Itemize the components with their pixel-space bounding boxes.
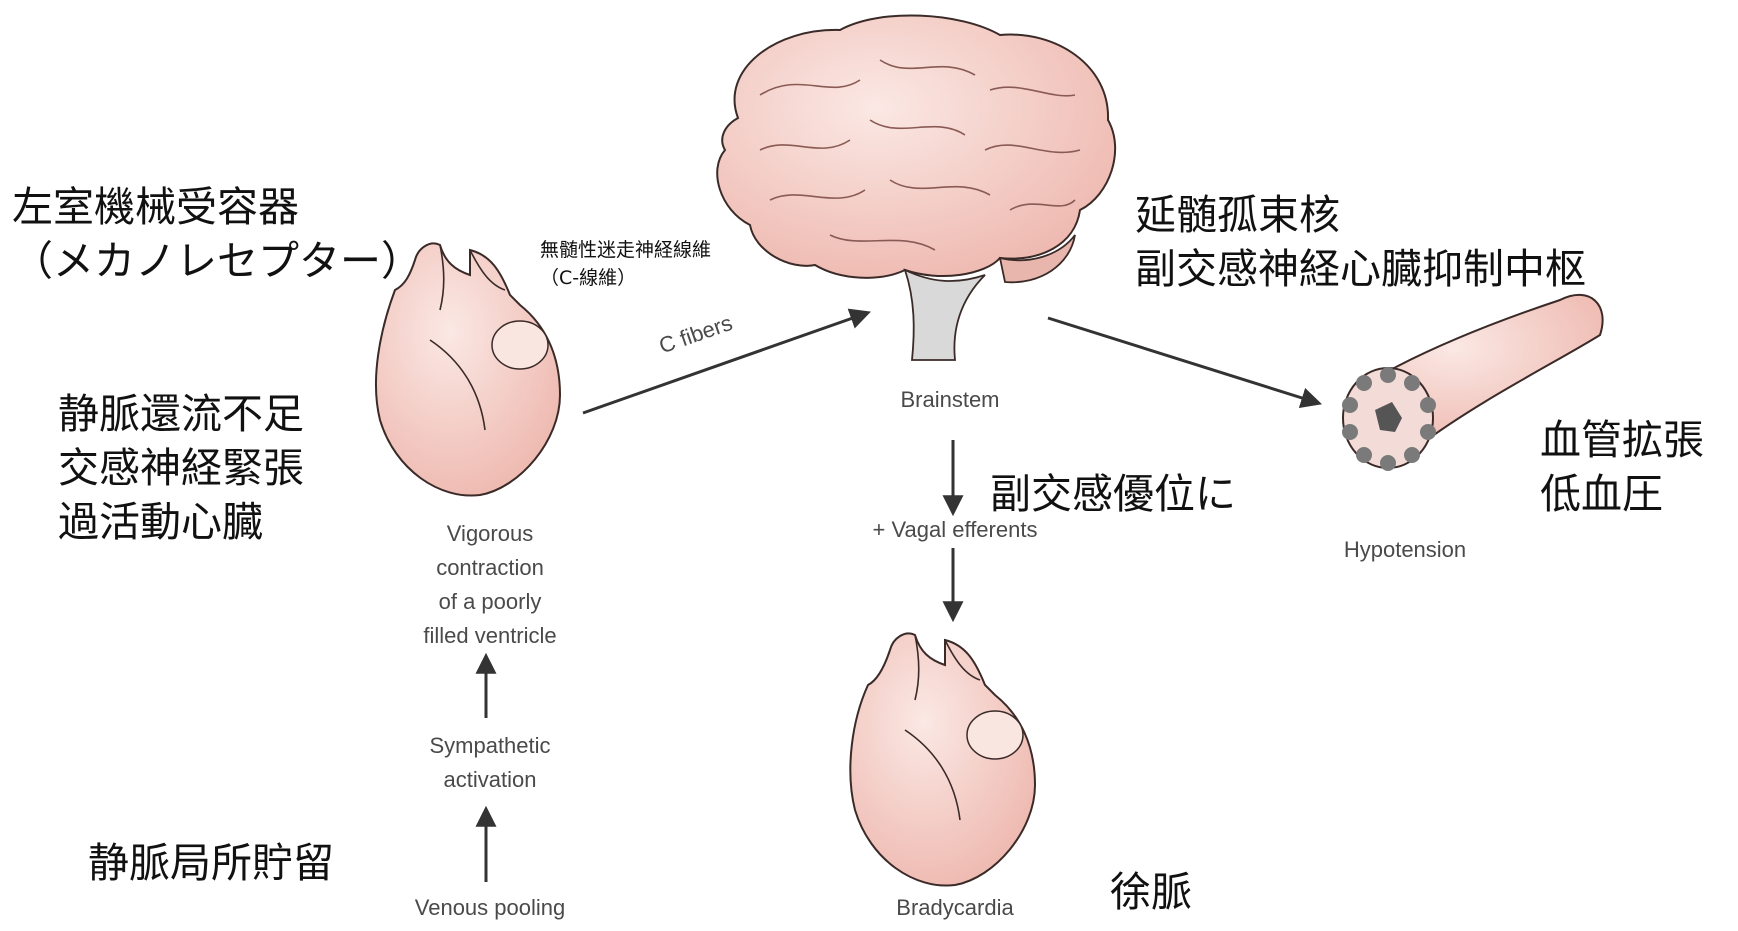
- brainstem-label: Brainstem: [890, 383, 1010, 417]
- brainstem-shape: [905, 270, 985, 360]
- sympathetic-activation-label: Sympathetic activation: [400, 729, 580, 797]
- heart-state-annotation: 静脈還流不足 交感神経緊張 過活動心臓: [58, 387, 304, 549]
- mechanoreceptor-annotation: 左室機械受容器 （メカノレセプター）: [12, 180, 422, 288]
- brain-illustration: [717, 15, 1115, 360]
- vasodilation-annotation: 血管拡張 低血圧: [1540, 413, 1704, 521]
- venous-local-annotation: 静脈局所貯留: [88, 836, 334, 890]
- arrow-to-vessel: [1048, 318, 1318, 403]
- parasympathetic-annotation: 副交感優位に: [990, 467, 1236, 521]
- c-fiber-jp-annotation: 無髄性迷走神経線維 （C-線維）: [540, 236, 711, 292]
- hypotension-label: Hypotension: [1330, 533, 1480, 567]
- bottom-heart-illustration: [850, 633, 1035, 885]
- venous-pooling-label: Venous pooling: [400, 891, 580, 925]
- bradycardia-jp-annotation: 徐脈: [1110, 865, 1192, 919]
- vigorous-contraction-label: Vigorous contraction of a poorly filled …: [390, 517, 590, 653]
- bradycardia-label: Bradycardia: [880, 891, 1030, 925]
- nucleus-annotation: 延髄孤束核 副交感神経心臓抑制中枢: [1135, 188, 1586, 296]
